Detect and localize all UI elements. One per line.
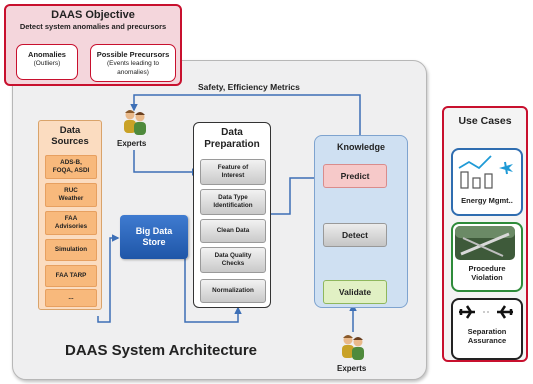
source-item: Simulation bbox=[45, 239, 97, 261]
anomalies-card: Anomalies (Outliers) bbox=[16, 44, 78, 80]
anomalies-sub: (Outliers) bbox=[33, 60, 61, 67]
use-cases-title: Use Cases bbox=[458, 115, 512, 127]
anomalies-title: Anomalies bbox=[28, 50, 66, 59]
precursors-sub-line1: (Events leading to bbox=[106, 60, 160, 67]
use-case-separation-label: Separation Assurance bbox=[467, 327, 507, 345]
precursors-sub-line2: anomalies) bbox=[117, 69, 149, 76]
store-to-prep-arrow bbox=[184, 258, 242, 323]
experts-bottom-label: Experts bbox=[337, 364, 367, 373]
use-case-procedure: Procedure Violation bbox=[451, 222, 523, 292]
detect-box: Detect bbox=[323, 223, 387, 247]
use-case-procedure-label: Procedure Violation bbox=[468, 264, 506, 282]
prep-to-knowledge-arrow bbox=[271, 174, 322, 215]
airport-map-icon bbox=[455, 226, 515, 260]
validate-box: Validate bbox=[323, 280, 387, 304]
use-cases-panel: Use Cases Energy Mgmt.. Procedure Violat… bbox=[442, 106, 528, 362]
system-title: DAAS System Architecture bbox=[65, 342, 258, 359]
predict-box: Predict bbox=[323, 164, 387, 188]
prep-step: Normalization bbox=[200, 279, 266, 303]
use-case-separation: Separation Assurance bbox=[451, 298, 523, 360]
source-item: FAA TARP bbox=[45, 265, 97, 287]
source-item: ... bbox=[45, 289, 97, 307]
objective-title: DAAS Objective bbox=[51, 9, 135, 21]
objective-box: DAAS Objective Detect system anomalies a… bbox=[4, 4, 182, 86]
energy-chart-icon bbox=[458, 155, 513, 189]
experts-top-icon bbox=[122, 108, 148, 136]
experts-top-label: Experts bbox=[117, 139, 147, 148]
knowledge-title: Knowledge bbox=[336, 142, 385, 152]
use-case-energy-label: Energy Mgmt.. bbox=[461, 196, 513, 205]
experts-to-feature-arrow bbox=[133, 150, 200, 176]
experts-bottom-icon bbox=[340, 333, 366, 361]
source-item: ADS-B,FOQA, ASDI bbox=[45, 155, 97, 179]
precursors-title: Possible Precursors bbox=[96, 50, 170, 59]
feedback-label: Safety, Efficiency Metrics bbox=[198, 82, 300, 92]
data-preparation-title: Data Preparation bbox=[204, 127, 260, 150]
objective-subtitle: Detect system anomalies and precursors bbox=[19, 22, 167, 31]
use-case-energy: Energy Mgmt.. bbox=[451, 148, 523, 216]
prep-step: Clean Data bbox=[200, 219, 266, 243]
feedback-arrow bbox=[130, 94, 361, 135]
two-aircraft-icon bbox=[459, 305, 513, 319]
sources-to-store-arrow bbox=[97, 234, 120, 323]
knowledge-panel: Knowledge Predict Detect Validate bbox=[314, 135, 408, 308]
data-sources-title: Data Sources bbox=[51, 125, 89, 147]
precursors-card: Possible Precursors (Events leading to a… bbox=[90, 44, 176, 82]
